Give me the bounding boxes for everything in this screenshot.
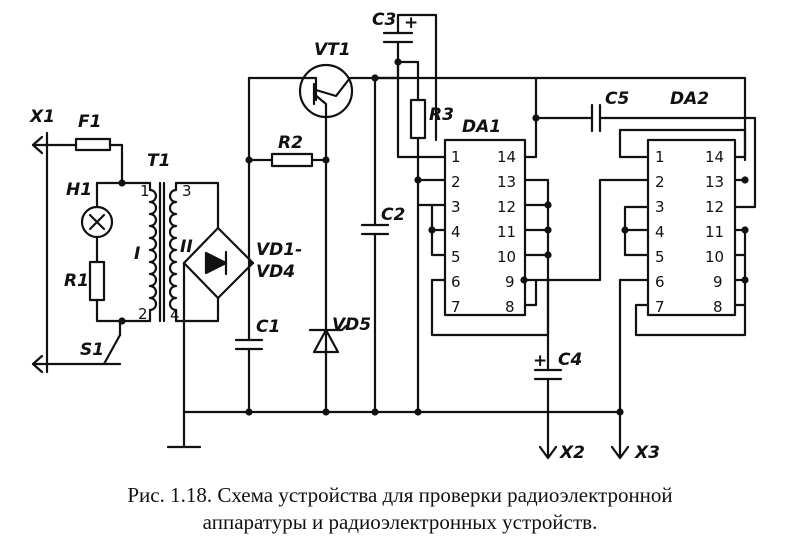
c3-capacitor [382,31,414,44]
label-c4-plus: + [533,351,547,371]
label-c5: C5 [605,89,629,109]
label-r1: R1 [64,271,89,291]
caption-line-1: Рис. 1.18. Схема устройства для проверки… [127,483,673,507]
label-vd1: VD1- [256,240,302,260]
c1-capacitor [234,338,264,351]
f1-fuse [74,137,112,152]
da2-pin: 7 [655,298,665,316]
da1-pin: 12 [497,198,516,216]
da2-pin: 9 [713,273,723,291]
caption-line-2: аппаратуры и радиоэлектронных устройств. [202,510,598,534]
da2-pin: 2 [655,173,665,191]
da1-pin: 5 [451,248,461,266]
da2-pin: 14 [705,148,724,166]
r1-resistor [88,260,106,302]
r2-resistor [270,152,314,168]
c4-capacitor [533,368,563,381]
label-r3: R3 [429,105,454,125]
label-winding-ii: II [180,237,193,257]
label-x3: X3 [634,443,660,463]
da2-pin: 1 [655,148,665,166]
label-c2: C2 [381,205,405,225]
label-f1: F1 [78,112,101,132]
label-s1: S1 [80,340,104,360]
da1-pin: 10 [497,248,516,266]
t1-secondary-coil [168,181,178,323]
label-x1: X1 [29,107,55,127]
da1-pin: 3 [451,198,461,216]
da2-pin: 4 [655,223,665,241]
t1-pin-1: 1 [140,182,150,200]
da2-pin: 5 [655,248,665,266]
da1-pin: 13 [497,173,516,191]
da1-pin: 14 [497,148,516,166]
da2-pin: 3 [655,198,665,216]
t1-pin-4: 4 [170,306,180,324]
label-vd4: VD4 [256,262,295,282]
label-r2: R2 [278,133,303,153]
da1-chip [443,138,527,317]
da1-pin: 7 [451,298,461,316]
label-vt1: VT1 [314,40,351,60]
s1-switch [102,333,122,366]
da2-pin: 12 [705,198,724,216]
da2-pin: 6 [655,273,665,291]
c5-capacitor [590,103,602,133]
figure-caption: Рис. 1.18. Схема устройства для проверки… [0,482,800,536]
da1-pin: 6 [451,273,461,291]
label-c3-plus: + [404,13,418,33]
vd1-vd4-bridge [182,226,255,300]
da2-pin: 10 [705,248,724,266]
label-da2: DA2 [670,89,709,109]
r3-resistor [409,98,427,140]
da2-pin: 8 [713,298,723,316]
label-vd5: VD5 [332,315,371,335]
t1-pin-3: 3 [182,182,192,200]
da1-pin: 4 [451,223,461,241]
label-c3: C3 [372,10,396,30]
label-c4: C4 [558,350,582,370]
label-h1: H1 [66,180,92,200]
da1-pin: 1 [451,148,461,166]
label-da1: DA1 [462,117,501,137]
da1-pin: 2 [451,173,461,191]
da1-pin: 11 [497,223,516,241]
da1-pin: 8 [505,298,515,316]
t1-primary-coil [148,181,158,323]
da2-pin: 13 [705,173,724,191]
label-t1: T1 [147,151,170,171]
da2-chip [646,138,737,317]
t1-pin-2: 2 [138,305,148,323]
label-c1: C1 [256,317,280,337]
label-x2: X2 [559,443,585,463]
da2-pin: 11 [705,223,724,241]
c2-capacitor [360,223,390,236]
da1-pin: 9 [505,273,515,291]
label-winding-i: I [134,244,140,264]
vd5-zener [312,328,340,354]
